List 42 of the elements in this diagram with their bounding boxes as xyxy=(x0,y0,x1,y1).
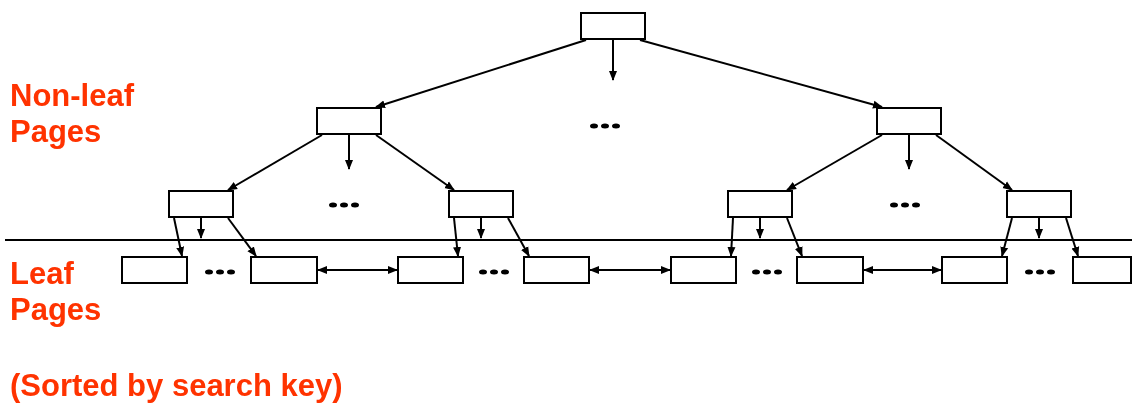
arrow xyxy=(227,217,257,257)
page-box xyxy=(250,256,318,284)
arrow xyxy=(905,134,913,170)
page-box xyxy=(523,256,590,284)
page-box xyxy=(876,107,942,135)
arrow xyxy=(589,266,671,274)
page-box xyxy=(796,256,864,284)
side-label: Leaf Pages xyxy=(10,256,103,328)
arrow xyxy=(345,134,353,170)
arrow xyxy=(609,39,617,81)
arrow xyxy=(756,217,764,239)
arrow xyxy=(453,217,462,257)
arrow xyxy=(375,39,587,109)
side-label: Non-leaf Pages xyxy=(10,78,135,150)
arrow xyxy=(1065,217,1080,257)
arrow xyxy=(477,217,485,239)
arrow xyxy=(375,134,455,191)
arrow xyxy=(786,217,803,257)
arrow xyxy=(1000,217,1013,257)
arrow xyxy=(227,134,323,191)
page-box xyxy=(1072,256,1132,284)
page-box xyxy=(121,256,188,284)
page-box xyxy=(580,12,646,40)
page-box xyxy=(448,190,514,218)
page-box xyxy=(316,107,382,135)
page-box xyxy=(670,256,737,284)
page-box xyxy=(397,256,464,284)
page-box xyxy=(1006,190,1072,218)
arrow xyxy=(197,217,205,239)
page-box xyxy=(727,190,793,218)
arrow xyxy=(317,266,398,274)
page-box xyxy=(168,190,234,218)
arrow xyxy=(1035,217,1043,239)
arrow xyxy=(173,217,185,257)
arrow xyxy=(863,266,942,274)
arrow xyxy=(639,39,883,109)
arrow xyxy=(786,134,883,191)
arrow xyxy=(507,217,530,257)
side-label: (Sorted by search key) xyxy=(10,368,344,404)
page-box xyxy=(941,256,1008,284)
arrow xyxy=(727,217,736,257)
arrow xyxy=(935,134,1013,191)
